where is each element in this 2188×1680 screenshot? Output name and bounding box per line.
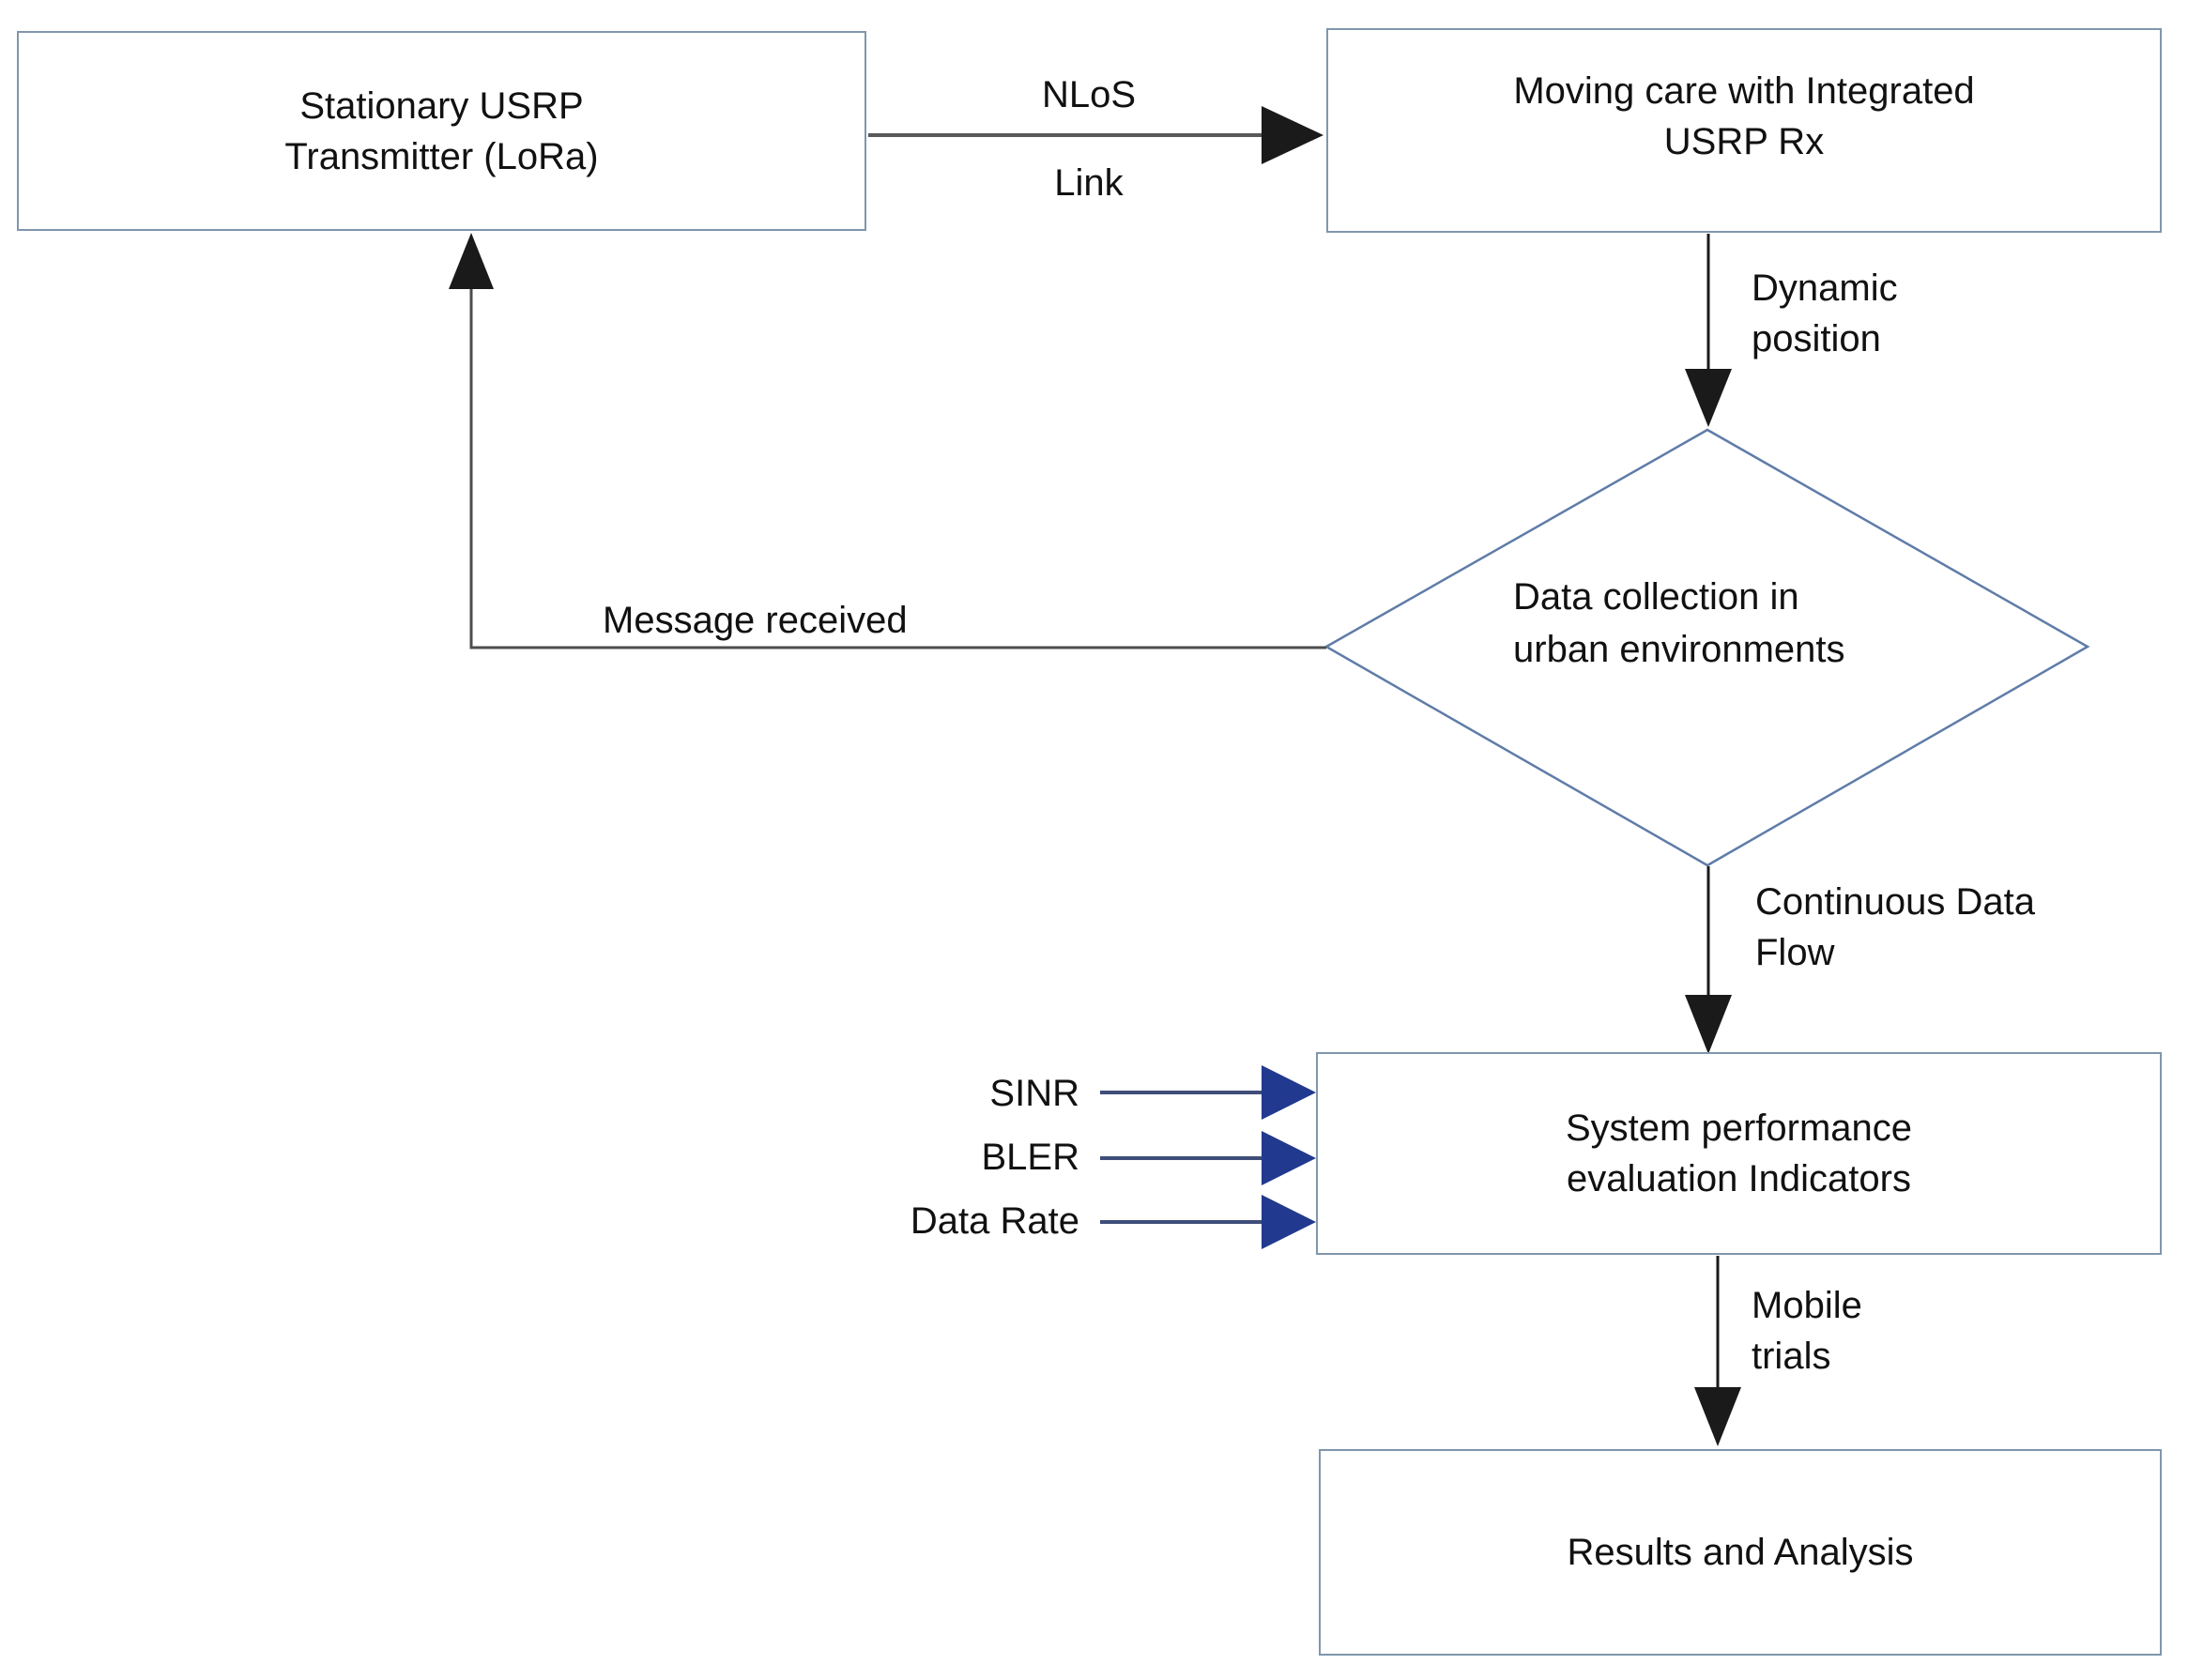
- node-results-label: Results and Analysis: [1567, 1532, 1914, 1573]
- continuous-flow-arrowhead: [1685, 995, 1732, 1054]
- dynamic-position-arrowhead: [1685, 369, 1732, 427]
- bler-label: BLER: [981, 1137, 1080, 1178]
- link-label: Link: [1054, 162, 1124, 204]
- sinr-arrow: [1100, 1065, 1316, 1120]
- node-evaluation-label: System performance evaluation Indicators: [1565, 1107, 1913, 1199]
- node-decision-label: Data collection in urban environments: [1513, 576, 1845, 670]
- bler-arrowhead: [1262, 1131, 1316, 1185]
- node-results: Results and Analysis: [1319, 1449, 2162, 1656]
- message-received-arrow-shaft: [469, 282, 1326, 649]
- decision-diamond-shape: [1324, 428, 2090, 867]
- dynamic-position-label: Dynamic position: [1752, 267, 1898, 359]
- continuous-flow-arrow: [1685, 866, 1732, 1054]
- bler-arrow: [1100, 1131, 1316, 1185]
- node-moving-receiver: Moving care with Integrated USRP Rx: [1326, 28, 2162, 233]
- mobile-trials-label: Mobile trials: [1752, 1285, 1862, 1377]
- dynamic-position-arrow: [1685, 234, 1732, 427]
- continuous-flow-label: Continuous Data Flow: [1755, 881, 2035, 973]
- data-rate-arrow: [1100, 1195, 1316, 1249]
- sinr-label: SINR: [989, 1073, 1079, 1114]
- node-stationary-transmitter: Stationary USRP Transmitter (LoRa): [17, 31, 866, 231]
- message-received-arrowhead: [449, 233, 494, 289]
- message-received-label: Message received: [603, 600, 908, 641]
- message-received-arrow: [449, 233, 1326, 649]
- node-evaluation: System performance evaluation Indicators: [1316, 1052, 2162, 1255]
- nlos-arrow: [868, 106, 1324, 164]
- nlos-label: NLoS: [1041, 74, 1137, 115]
- sinr-arrowhead: [1262, 1065, 1316, 1120]
- data-rate-arrowhead: [1262, 1195, 1316, 1249]
- node-stationary-transmitter-label: Stationary USRP Transmitter (LoRa): [284, 84, 599, 177]
- mobile-trials-arrowhead: [1694, 1387, 1741, 1446]
- node-moving-receiver-label: Moving care with Integrated USRP Rx: [1513, 70, 1975, 162]
- data-rate-label: Data Rate: [910, 1200, 1079, 1242]
- mobile-trials-arrow: [1694, 1256, 1741, 1446]
- nlos-arrowhead: [1262, 106, 1324, 164]
